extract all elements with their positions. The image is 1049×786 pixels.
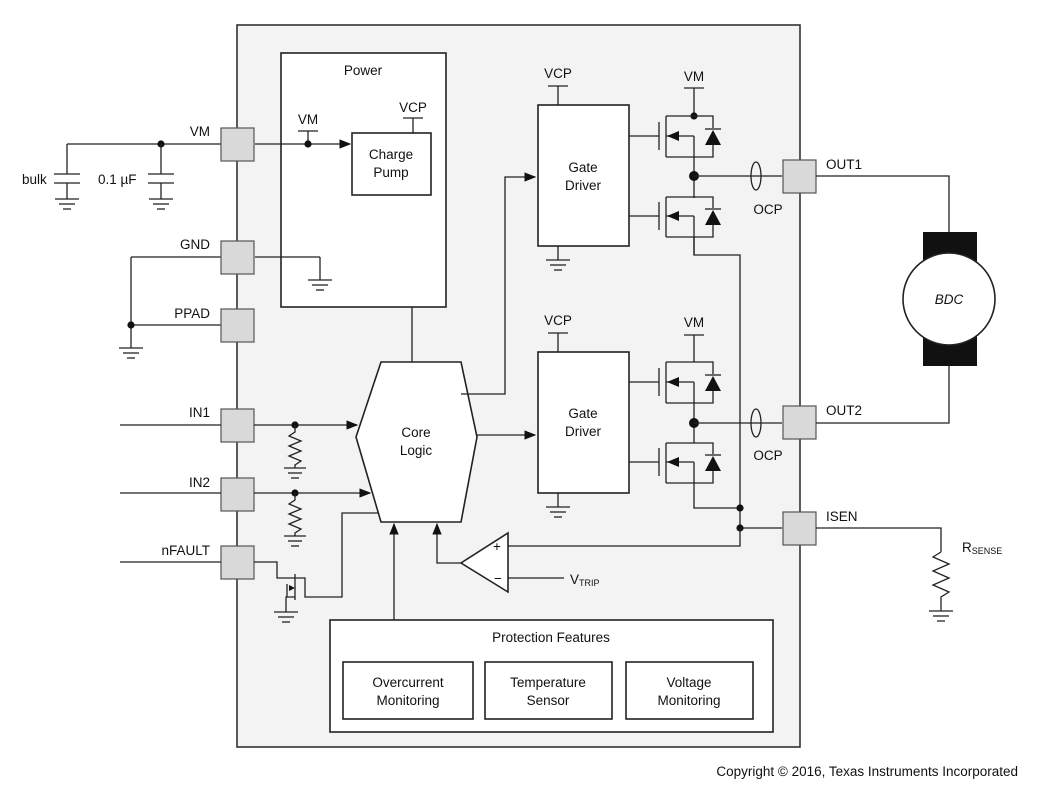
temperature-sensor-block xyxy=(484,661,613,720)
overcurrent-monitoring-block xyxy=(342,661,474,720)
pin-gnd-label: GND xyxy=(180,237,210,252)
vcp-gd2-label: VCP xyxy=(544,313,572,328)
copyright: Copyright © 2016, Texas Instruments Inco… xyxy=(716,764,1018,779)
pin-out2-label: OUT2 xyxy=(826,403,862,418)
pin-in2-label: IN2 xyxy=(189,475,210,490)
ocp-2-label: OCP xyxy=(753,448,782,463)
charge-pump-label-1: Charge xyxy=(369,147,413,162)
overcurrent-label-1: Overcurrent xyxy=(372,675,444,690)
pin-out1-label: OUT1 xyxy=(826,157,862,172)
gate-driver-2-label-a: Gate xyxy=(568,406,597,421)
gate-driver-2-label-b: Driver xyxy=(565,424,602,439)
protection-title: Protection Features xyxy=(492,630,610,645)
vm-supply-caps: bulk 0.1 µF xyxy=(22,140,221,210)
voltage-monitoring-block xyxy=(625,661,754,720)
pin-nfault: nFAULT xyxy=(161,543,255,580)
vtrip-label: VTRIP xyxy=(570,572,600,588)
motor-label: BDC xyxy=(935,292,964,307)
gnd-ppad-wiring xyxy=(119,256,221,359)
gate-driver-2: Gate Driver VCP xyxy=(537,313,630,518)
core-logic-label-1: Core xyxy=(401,425,430,440)
pin-out1: OUT1 xyxy=(782,157,862,194)
charge-pump-block xyxy=(351,132,432,196)
pin-isen-label: ISEN xyxy=(826,509,858,524)
gate-driver-1-label-a: Gate xyxy=(568,160,597,175)
vm-hb2-label: VM xyxy=(684,315,704,330)
pin-out2: OUT2 xyxy=(782,403,862,440)
pin-in2: IN2 xyxy=(189,475,255,512)
pin-isen: ISEN xyxy=(782,509,858,546)
pin-in1-label: IN1 xyxy=(189,405,210,420)
small-cap-label: 0.1 µF xyxy=(98,172,137,187)
vm-hb1-label: VM xyxy=(684,69,704,84)
voltage-label-2: Monitoring xyxy=(657,693,720,708)
temperature-label-2: Sensor xyxy=(527,693,570,708)
gate-driver-1-label-b: Driver xyxy=(565,178,602,193)
core-logic-block: Core Logic xyxy=(355,172,537,620)
charge-pump-label-2: Pump xyxy=(373,165,408,180)
h-bridge-2: VM OCP xyxy=(629,315,783,512)
voltage-label-1: Voltage xyxy=(666,675,711,690)
protection-features-block: Protection Features Overcurrent Monitori… xyxy=(329,619,774,733)
vm-internal-label: VM xyxy=(298,112,318,127)
h-bridge-1: VM OCP xyxy=(629,69,783,528)
pin-vm-label: VM xyxy=(190,124,210,139)
rsense-label: RSENSE xyxy=(962,540,1002,556)
input-wiring xyxy=(120,420,383,623)
gate-driver-1: Gate Driver VCP xyxy=(537,66,630,271)
overcurrent-label-2: Monitoring xyxy=(376,693,439,708)
vcp-gd1-label: VCP xyxy=(544,66,572,81)
power-label: Power xyxy=(344,63,383,78)
motor: BDC xyxy=(816,175,996,424)
pin-vm: VM xyxy=(190,124,255,162)
comparator-minus: − xyxy=(494,571,502,586)
temperature-label-1: Temperature xyxy=(510,675,586,690)
pin-nfault-label: nFAULT xyxy=(161,543,210,558)
sense-resistor: RSENSE xyxy=(816,527,1002,622)
bulk-cap-label: bulk xyxy=(22,172,47,187)
comparator-plus: + xyxy=(493,539,501,554)
pin-in1: IN1 xyxy=(189,405,255,443)
pin-ppad: PPAD xyxy=(174,306,255,343)
pin-ppad-label: PPAD xyxy=(174,306,210,321)
sense-comparator: + − VTRIP xyxy=(432,522,782,594)
power-block: Power Charge Pump VM VCP xyxy=(255,52,447,308)
vcp-power-label: VCP xyxy=(399,100,427,115)
ocp-1-label: OCP xyxy=(753,202,782,217)
core-logic-label-2: Logic xyxy=(400,443,433,458)
pin-gnd: GND xyxy=(180,237,255,275)
